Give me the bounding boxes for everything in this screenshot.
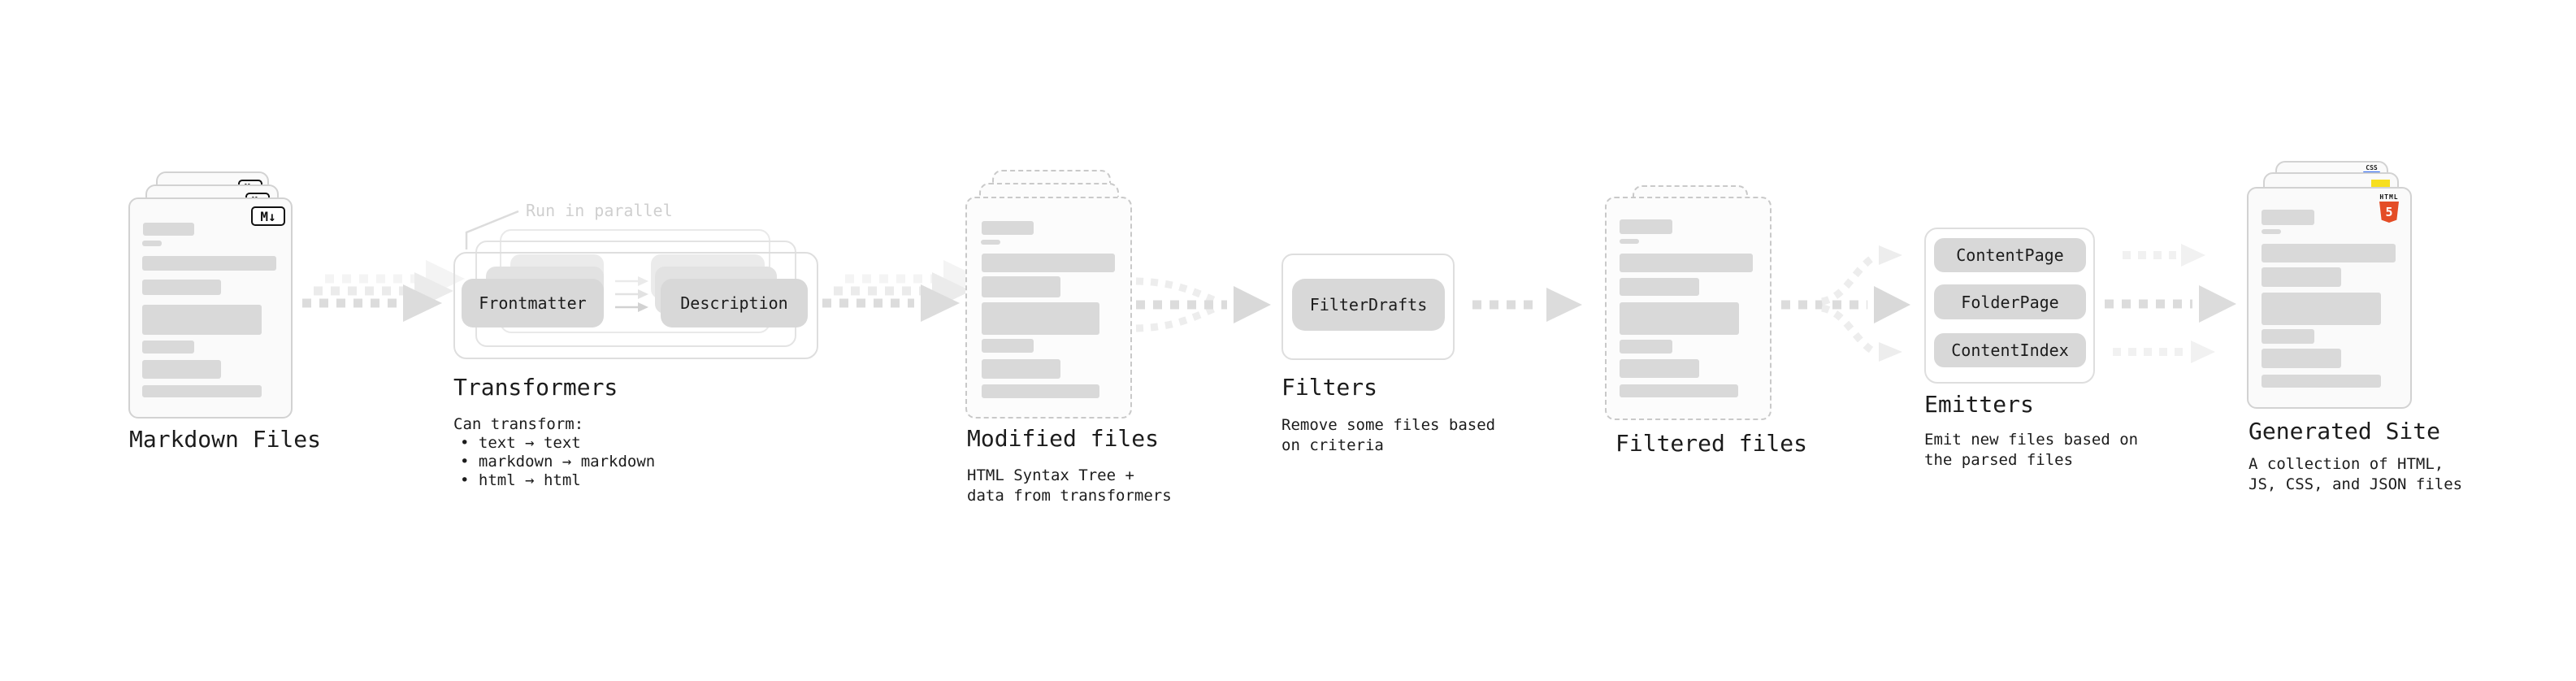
generated-site-description: A collection of HTML, JS, CSS, and JSON … xyxy=(2249,454,2462,495)
placeholder-bar xyxy=(982,302,1099,335)
parallel-arrows xyxy=(615,276,648,312)
placeholder-bar xyxy=(1620,302,1739,335)
placeholder-bar xyxy=(2262,210,2314,225)
placeholder-bar xyxy=(1620,239,1639,244)
modified-files-description: HTML Syntax Tree + data from transformer… xyxy=(967,466,1172,506)
placeholder-bar xyxy=(2262,329,2314,344)
placeholder-bar xyxy=(2262,293,2381,325)
placeholder-bar xyxy=(982,221,1034,235)
placeholder-bar xyxy=(982,359,1060,379)
description-line: data from transformers xyxy=(967,487,1172,505)
description-line: Can transform: xyxy=(453,415,584,433)
arrow-modified-to-filters xyxy=(1135,277,1271,332)
placeholder-bar xyxy=(1620,254,1753,272)
description-line: • text → text xyxy=(460,434,581,452)
stage-label-modified-files: Modified files xyxy=(967,425,1160,452)
html5-icon: HTML 5 xyxy=(2379,194,2400,223)
placeholder-bar xyxy=(982,254,1115,272)
markdown-icon: M↓ xyxy=(251,206,285,226)
placeholder-bar xyxy=(982,384,1099,398)
transformer-pill-frontmatter: Frontmatter xyxy=(462,279,604,327)
html5-digit: 5 xyxy=(2385,205,2393,219)
arrow-filtered-to-emitters xyxy=(1781,245,1910,362)
description-line: A collection of HTML, xyxy=(2249,455,2444,473)
description-line: Emit new files based on xyxy=(1924,431,2139,449)
description-line: Remove some files based xyxy=(1281,416,1496,434)
html5-shield: 5 xyxy=(2379,202,2399,223)
placeholder-bar xyxy=(142,241,162,246)
transformer-pill-description: Description xyxy=(661,279,808,327)
placeholder-bar xyxy=(2262,244,2396,262)
placeholder-bar xyxy=(2262,267,2341,287)
placeholder-bar xyxy=(982,339,1034,353)
arrow-filters-to-filtered xyxy=(1472,288,1582,322)
description-line: • markdown → markdown xyxy=(460,453,656,471)
stage-label-filters: Filters xyxy=(1281,374,1378,401)
placeholder-bar xyxy=(1620,340,1672,354)
placeholder-bar xyxy=(2262,229,2281,234)
placeholder-bar xyxy=(2262,375,2381,388)
js-icon xyxy=(2371,180,2390,188)
description-line: JS, CSS, and JSON files xyxy=(2249,475,2463,493)
placeholder-bar xyxy=(142,256,276,271)
emitters-description: Emit new files based on the parsed files xyxy=(1924,430,2138,471)
filters-description: Remove some files based on criteria xyxy=(1281,415,1495,456)
html5-icon-label: HTML xyxy=(2379,193,2399,201)
placeholder-bar xyxy=(142,360,221,379)
placeholder-bar xyxy=(143,223,194,236)
placeholder-bar xyxy=(982,276,1060,297)
arrow-emitters-to-site xyxy=(2105,244,2236,363)
stage-label-markdown-files: Markdown Files xyxy=(129,426,322,453)
placeholder-bar xyxy=(2262,349,2341,368)
transformers-box xyxy=(453,252,818,359)
placeholder-bar xyxy=(142,280,221,295)
stage-label-emitters: Emitters xyxy=(1924,391,2034,418)
placeholder-bar xyxy=(142,305,262,335)
filter-pill-filterdrafts: FilterDrafts xyxy=(1292,279,1445,331)
description-line: on criteria xyxy=(1281,436,1384,454)
placeholder-bar xyxy=(142,385,262,397)
arrow-markdown-to-transformers xyxy=(302,260,465,322)
stage-label-filtered-files: Filtered files xyxy=(1615,430,1808,457)
stage-label-generated-site: Generated Site xyxy=(2249,418,2441,445)
placeholder-bar xyxy=(1620,359,1699,378)
emitter-pill-folderpage: FolderPage xyxy=(1934,284,2086,319)
placeholder-bar xyxy=(1620,278,1699,296)
placeholder-bar xyxy=(142,340,194,354)
description-line: HTML Syntax Tree + xyxy=(967,466,1134,484)
run-in-parallel-connector xyxy=(465,210,519,249)
arrow-transformers-to-modified xyxy=(822,260,982,322)
stage-label-transformers: Transformers xyxy=(453,374,618,401)
description-line: • html → html xyxy=(460,471,581,489)
run-in-parallel-label: Run in parallel xyxy=(526,201,673,220)
emitter-pill-contentindex: ContentIndex xyxy=(1934,333,2086,367)
emitter-pill-contentpage: ContentPage xyxy=(1934,238,2086,272)
description-line: the parsed files xyxy=(1924,451,2074,469)
placeholder-bar xyxy=(1620,219,1672,234)
transformers-description: Can transform: • text → text • markdown … xyxy=(453,415,655,490)
css-icon-label: CSS xyxy=(2366,164,2378,171)
placeholder-bar xyxy=(981,240,1000,245)
placeholder-bar xyxy=(1620,384,1738,397)
